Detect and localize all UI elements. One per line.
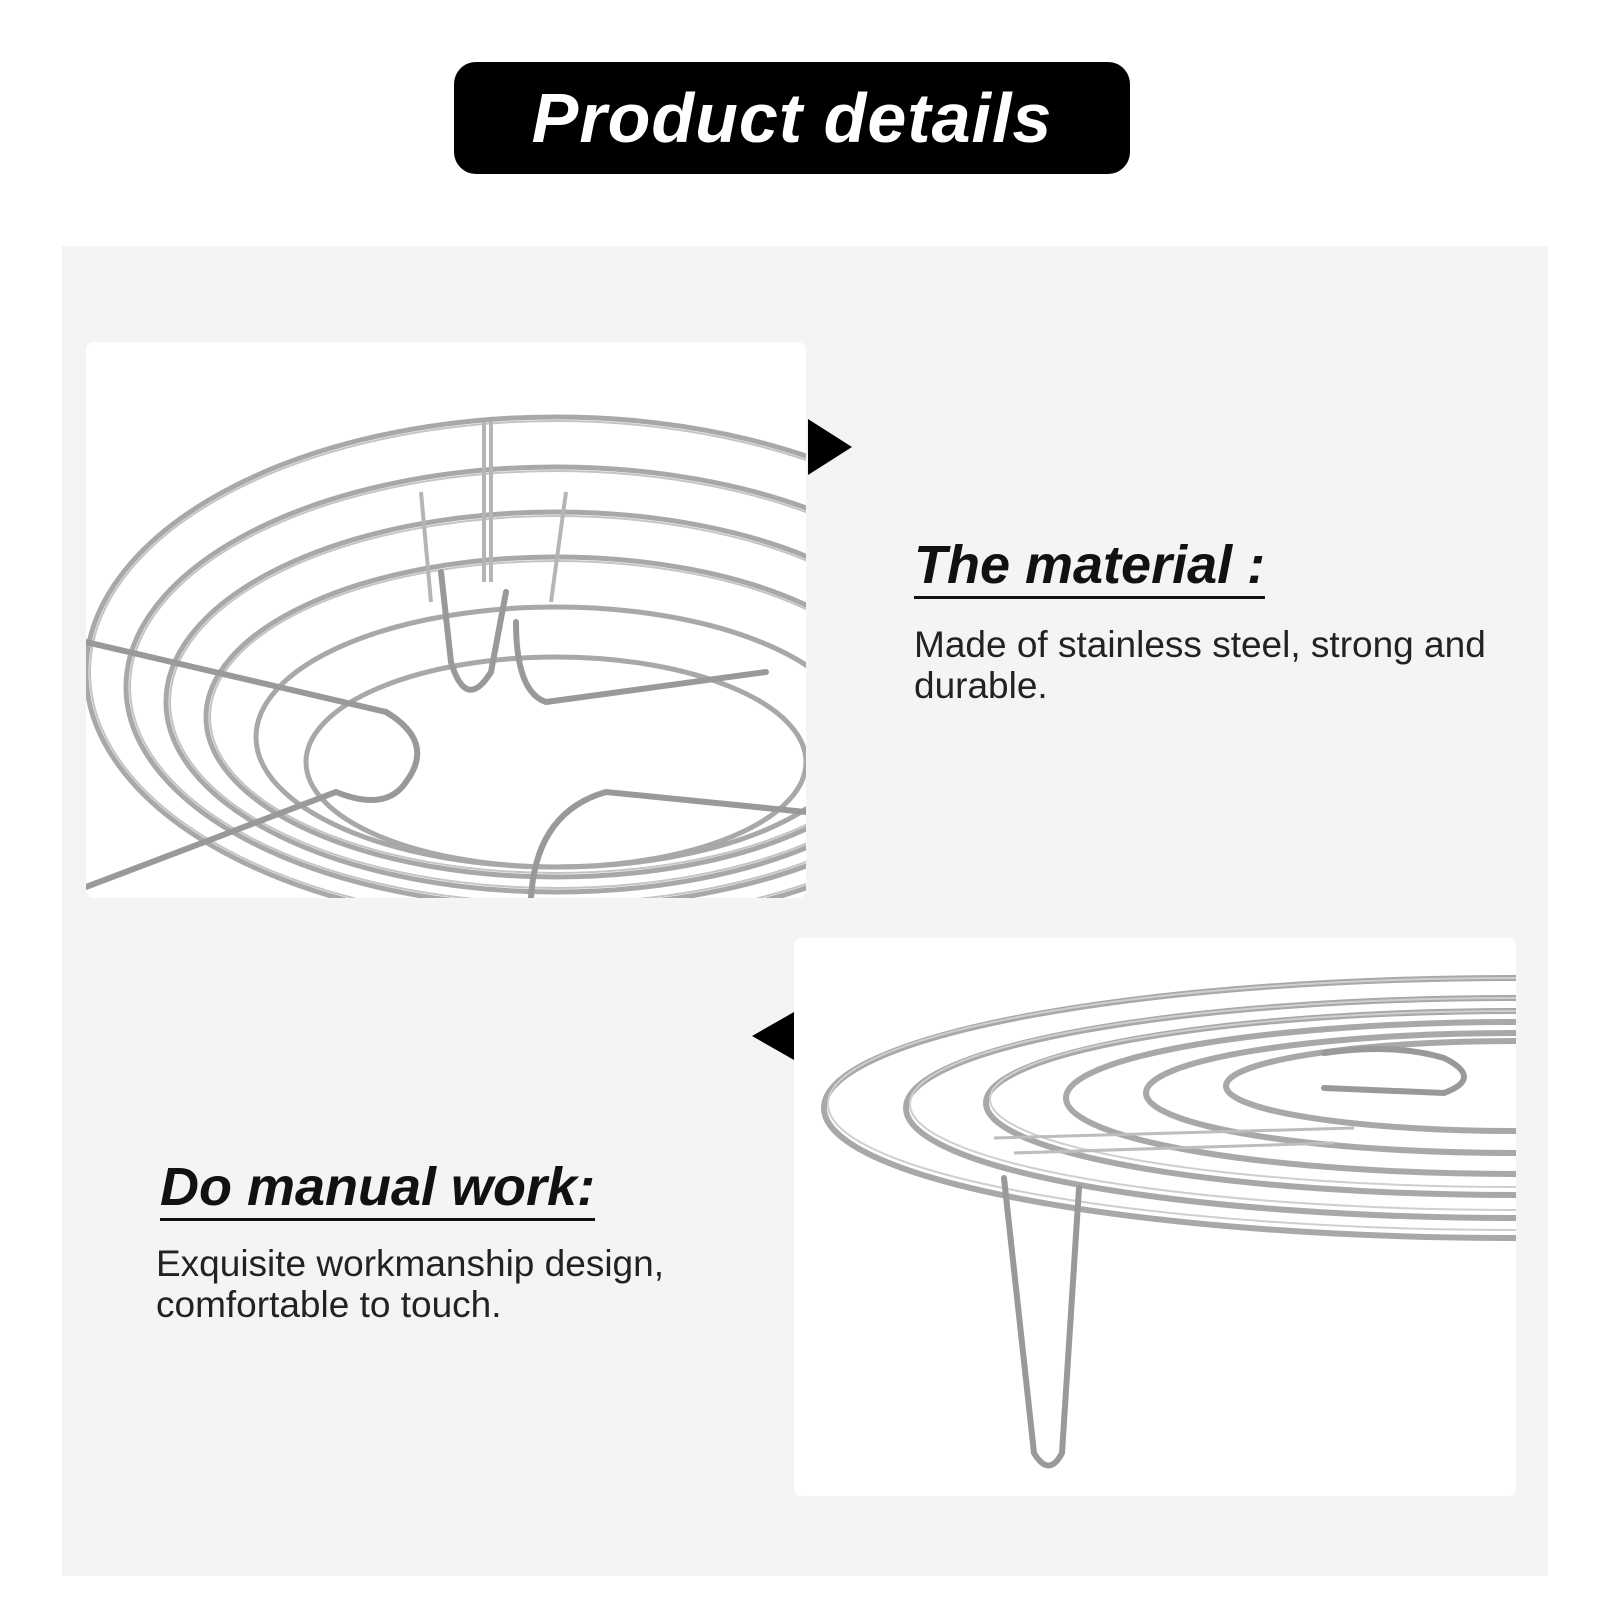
steamer-rack-side-view-image: [794, 938, 1516, 1496]
feature-heading-material: The material :: [914, 534, 1266, 599]
rack-closeup-illustration: [86, 414, 806, 898]
pointer-left-icon: [752, 1012, 794, 1060]
feature-text-material: Made of stainless steel, strong and dura…: [914, 624, 1486, 706]
pointer-right-icon: [808, 419, 852, 475]
feature-heading-manual: Do manual work:: [160, 1156, 596, 1221]
steamer-rack-closeup-image: [86, 342, 806, 898]
rack-side-illustration: [821, 975, 1516, 1469]
page-title: Product details: [531, 79, 1053, 157]
feature-text-manual: Exquisite workmanship design, comfortabl…: [156, 1243, 664, 1325]
title-banner: Product details: [454, 62, 1130, 174]
